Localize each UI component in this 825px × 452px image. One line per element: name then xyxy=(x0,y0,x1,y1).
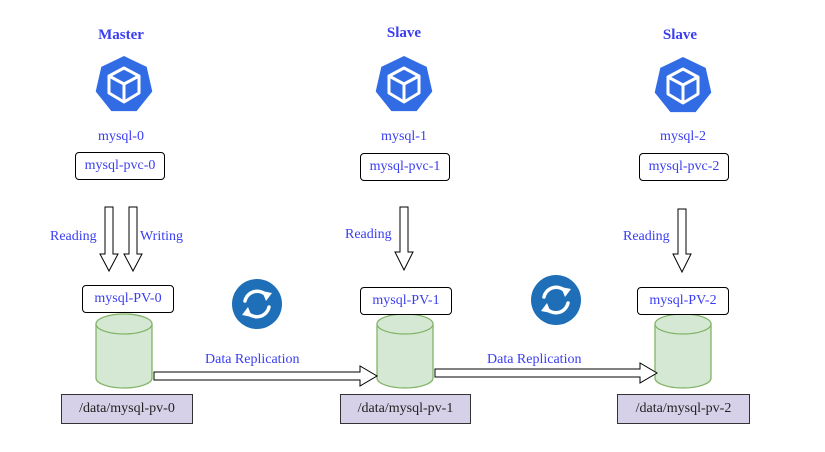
pod-name: mysql-1 xyxy=(381,129,427,144)
kubernetes-cube-icon xyxy=(374,54,434,113)
role-title: Slave xyxy=(386,25,422,41)
replication-label: Data Replication xyxy=(487,352,582,367)
sync-icon xyxy=(230,277,284,331)
writing-label: Writing xyxy=(140,229,183,244)
pvc-box: mysql-pvc-1 xyxy=(360,153,450,181)
pod-name: mysql-2 xyxy=(660,129,706,144)
pvc-box: mysql-pvc-2 xyxy=(639,153,729,181)
role-title: Slave xyxy=(662,27,698,43)
database-cylinder xyxy=(95,313,153,389)
pv-box: mysql-PV-2 xyxy=(637,287,729,315)
database-cylinder xyxy=(654,313,712,389)
host-path-box: /data/mysql-pv-1 xyxy=(340,394,471,424)
reading-label: Reading xyxy=(623,229,670,244)
replication-arrow xyxy=(153,365,378,387)
replication-arrow xyxy=(434,362,658,384)
reading-label: Reading xyxy=(345,227,392,242)
pv-box: mysql-PV-0 xyxy=(82,285,174,313)
sync-icon xyxy=(529,273,583,327)
pvc-box: mysql-pvc-0 xyxy=(75,152,165,180)
reading-arrow xyxy=(99,206,119,273)
pod-name: mysql-0 xyxy=(98,129,144,144)
role-title: Master xyxy=(98,27,144,43)
writing-arrow xyxy=(123,206,143,273)
reading-label: Reading xyxy=(50,229,97,244)
pv-box: mysql-PV-1 xyxy=(360,287,452,315)
replication-label: Data Replication xyxy=(205,352,300,367)
reading-arrow xyxy=(672,208,692,274)
kubernetes-cube-icon xyxy=(94,54,154,113)
kubernetes-cube-icon xyxy=(653,55,713,114)
host-path-box: /data/mysql-pv-2 xyxy=(617,394,750,424)
reading-arrow xyxy=(394,206,414,272)
host-path-box: /data/mysql-pv-0 xyxy=(61,394,193,424)
database-cylinder xyxy=(376,313,434,389)
